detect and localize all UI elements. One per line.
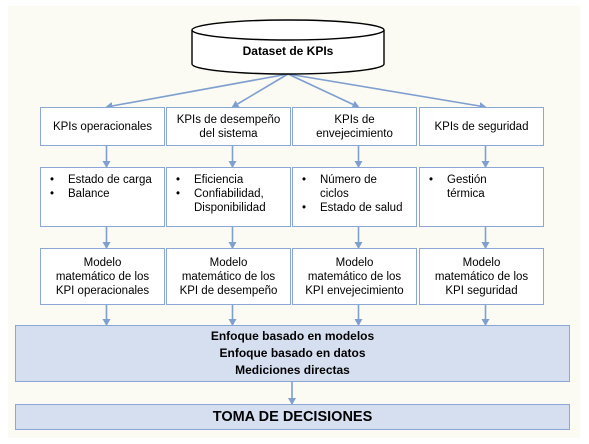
text-line: envejecimiento	[316, 127, 393, 140]
kpi-category-box: KPIs operacionales	[40, 107, 165, 146]
flow-arrow	[287, 73, 360, 109]
approach-item: Enfoque basado en datos	[219, 346, 366, 360]
kpi-list-item: Confiabilidad, Disponibilidad	[176, 187, 286, 215]
text-line: Estado de carga	[68, 174, 152, 186]
kpi-list-item: Gestión térmica	[429, 173, 539, 201]
text-line: Estado de salud	[320, 202, 403, 214]
kpi-list-box: Gestión térmica	[419, 167, 544, 227]
dataset-label: Dataset de KPIs	[243, 44, 334, 58]
kpi-list-item: Estado de carga	[50, 173, 160, 187]
text-line: KPIs de seguridad	[434, 120, 529, 133]
text-line: KPI envejecimiento	[305, 284, 404, 297]
text-line: Gestión	[447, 174, 487, 186]
kpi-list-item: Balance	[50, 187, 160, 201]
kpi-list-box: EficienciaConfiabilidad, Disponibilidad	[166, 167, 291, 227]
decision-band: TOMA DE DECISIONES	[15, 404, 570, 430]
text-line: matemático de los	[434, 270, 529, 283]
kpi-list-item: Estado de salud	[302, 201, 412, 215]
text-line: Modelo	[462, 256, 501, 269]
kpi-list-box: Número de ciclosEstado de salud	[292, 167, 417, 227]
text-line: del sistema	[199, 127, 258, 140]
kpi-list-item: Número de ciclos	[302, 173, 412, 201]
text-line: KPIs de desempeño	[176, 113, 281, 126]
text-line: KPI operacionales	[55, 284, 150, 297]
text-line: térmica	[447, 188, 485, 200]
text-line: Número de	[320, 174, 377, 186]
text-line: Confiabilidad,	[194, 188, 264, 200]
dataset-cylinder: Dataset de KPIs	[191, 19, 385, 75]
text-line: Modelo	[83, 256, 122, 269]
text-line: KPIs operacionales	[52, 120, 153, 133]
text-line: matemático de los	[307, 270, 402, 283]
text-line: KPI seguridad	[445, 284, 518, 297]
flow-arrow	[231, 73, 289, 108]
text-line: Eficiencia	[194, 174, 244, 186]
kpi-category-box: KPIs de seguridad	[419, 107, 544, 146]
text-line: KPIs de	[334, 113, 375, 126]
text-line: matemático de los	[55, 270, 150, 283]
text-line: ciclos	[320, 188, 349, 200]
flow-arrow	[105, 73, 289, 110]
approach-item: Mediciones directas	[235, 363, 350, 377]
kpi-list-item: Eficiencia	[176, 173, 286, 187]
text-line: KPI de desempeño	[179, 284, 278, 297]
text-line: matemático de los	[181, 270, 276, 283]
text-line: Modelo	[335, 256, 374, 269]
kpi-list-box: Estado de cargaBalance	[40, 167, 165, 227]
text-line: Disponibilidad	[194, 202, 266, 214]
flow-arrow	[287, 73, 487, 110]
approach-item: Enfoque basado en modelos	[210, 329, 375, 343]
text-line: Balance	[68, 188, 110, 200]
decision-label: TOMA DE DECISIONES	[212, 409, 373, 425]
text-line: Modelo	[209, 256, 248, 269]
